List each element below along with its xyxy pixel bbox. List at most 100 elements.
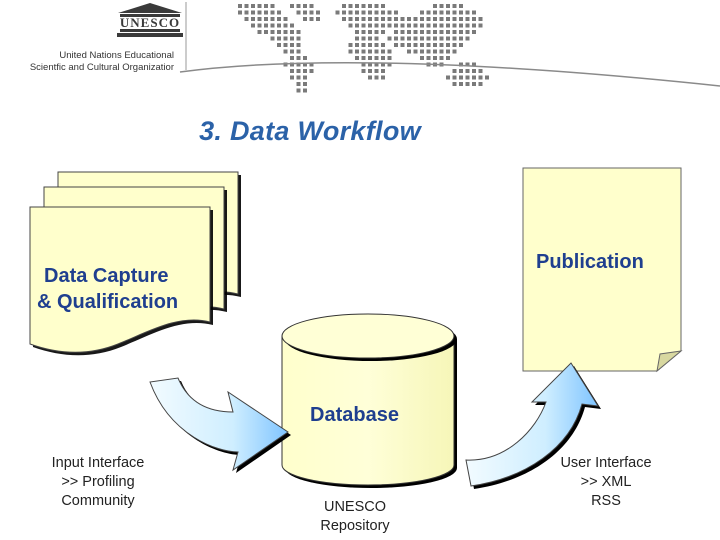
map-dot <box>472 17 476 21</box>
map-dot <box>439 10 444 15</box>
page-title-text: 3. Data Workflow <box>199 116 421 146</box>
map-dot <box>472 69 476 73</box>
map-dot <box>446 4 450 8</box>
map-dot <box>368 36 372 41</box>
map-dot <box>387 23 392 28</box>
map-dot <box>394 36 398 41</box>
map-dot <box>439 36 444 41</box>
map-dot <box>394 23 398 28</box>
map-dot <box>342 17 346 21</box>
map-dot <box>452 4 457 8</box>
map-dot <box>368 69 372 73</box>
map-dot <box>361 56 366 60</box>
map-dot <box>238 4 242 8</box>
map-dot <box>355 23 359 28</box>
folded-corner-icon <box>656 350 683 373</box>
map-dot <box>413 30 418 34</box>
map-dot <box>348 4 353 8</box>
map-dot <box>296 43 301 47</box>
map-dot <box>439 4 444 8</box>
map-dot <box>387 62 392 67</box>
map-dot <box>342 10 346 15</box>
map-dot <box>374 4 379 8</box>
map-dot <box>355 36 359 41</box>
map-dot <box>446 17 450 21</box>
map-dot <box>361 10 366 15</box>
map-dot <box>368 43 372 47</box>
map-dot <box>348 10 353 15</box>
map-dot <box>283 30 288 34</box>
map-dot <box>270 10 275 15</box>
map-dot <box>296 4 301 8</box>
map-dot <box>368 4 372 8</box>
map-dot <box>303 56 307 60</box>
map-dot <box>400 36 405 41</box>
map-dot <box>381 43 385 47</box>
map-dot <box>309 62 314 67</box>
map-dot <box>244 4 249 8</box>
map-dot <box>459 36 463 41</box>
map-dot <box>381 49 385 54</box>
map-dot <box>459 82 463 86</box>
map-dot <box>277 23 281 28</box>
map-dot <box>264 4 268 8</box>
map-dot <box>439 56 444 60</box>
map-dot <box>277 36 281 41</box>
caption-line: Input Interface <box>51 455 145 471</box>
map-dot <box>433 10 437 15</box>
map-dot <box>368 62 372 67</box>
map-dot <box>374 69 379 73</box>
map-dot <box>420 36 424 41</box>
database-label: Database <box>310 404 399 426</box>
map-dot <box>270 17 275 21</box>
map-dot <box>309 17 314 21</box>
map-dot <box>459 17 463 21</box>
map-dot <box>465 75 470 80</box>
map-dot <box>296 62 301 67</box>
map-dot <box>316 10 320 15</box>
map-dot <box>413 17 418 21</box>
header-graphics: UNESCO <box>117 2 720 93</box>
map-dot <box>244 10 249 15</box>
map-dot <box>361 17 366 21</box>
map-dot <box>296 56 301 60</box>
publication-document <box>522 167 683 373</box>
map-dot <box>296 30 301 34</box>
map-dot <box>374 23 379 28</box>
map-dot <box>270 4 275 8</box>
map-dot <box>257 4 262 8</box>
world-map-icon <box>238 4 489 93</box>
map-dot <box>335 10 340 15</box>
map-dot <box>290 62 294 67</box>
map-dot <box>283 17 288 21</box>
database-top <box>281 313 455 359</box>
map-dot <box>303 17 307 21</box>
map-dot <box>439 30 444 34</box>
map-dot <box>472 23 476 28</box>
publication-label: Publication <box>536 251 644 273</box>
map-dot <box>296 69 301 73</box>
map-dot <box>446 49 450 54</box>
map-dot <box>290 4 294 8</box>
map-dot <box>283 43 288 47</box>
map-dot <box>420 49 424 54</box>
map-dot <box>251 10 255 15</box>
map-dot <box>277 10 281 15</box>
map-dot <box>420 56 424 60</box>
map-dot <box>309 10 314 15</box>
map-dot <box>452 75 457 80</box>
map-dot <box>426 49 431 54</box>
map-dot <box>290 30 294 34</box>
database-to-publication-arrow-icon <box>465 362 601 489</box>
map-dot <box>433 30 437 34</box>
map-dot <box>387 56 392 60</box>
map-dot <box>283 36 288 41</box>
map-dot <box>264 17 268 21</box>
map-dot <box>420 10 424 15</box>
map-dot <box>478 17 483 21</box>
map-dot <box>387 36 392 41</box>
map-dot <box>407 49 411 54</box>
map-dot <box>374 49 379 54</box>
map-dot <box>452 49 457 54</box>
